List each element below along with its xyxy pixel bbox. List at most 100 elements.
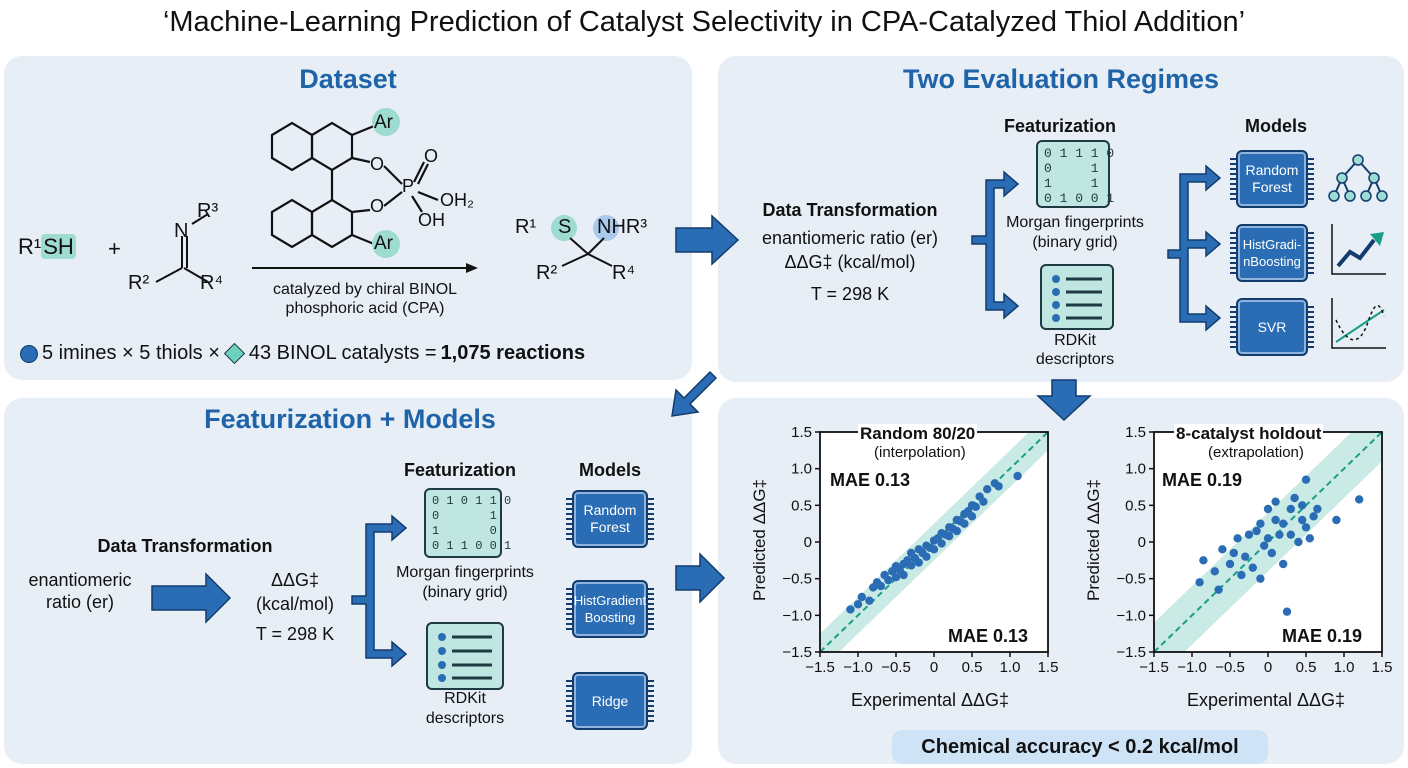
chart1-xtick-label-0: −1.5 — [805, 659, 835, 676]
chart2-point-19 — [1271, 515, 1280, 525]
chart2-xtick-label-3: 0 — [1264, 659, 1272, 676]
chart2-xtick-label-1: −1.0 — [1177, 659, 1207, 676]
chart2-point-29 — [1298, 515, 1307, 525]
chart1-xtick-label-6: 1.5 — [1038, 659, 1059, 676]
chart1-ytick-label-1: 1.0 — [791, 461, 812, 478]
chart1-mae-top: MAE 0.13 — [830, 470, 911, 490]
prod-r2: R² — [536, 262, 558, 284]
chart2-ytick-label-0: 1.5 — [1125, 424, 1146, 441]
imine-structure — [155, 213, 209, 283]
dataset-title: Dataset — [299, 64, 397, 94]
chart2-ytick-label-3: 0 — [1138, 534, 1146, 551]
chart2-point-15 — [1260, 541, 1269, 550]
imine-n: N — [174, 220, 189, 242]
chart2-point-27 — [1290, 493, 1299, 503]
chart1-ytick-label-4: −0.5 — [782, 571, 812, 588]
chart1-xtick-label-4: 0.5 — [962, 659, 983, 676]
chart2-point-3 — [1214, 585, 1223, 594]
chart1-point-10 — [891, 573, 901, 582]
chart2-point-9 — [1241, 552, 1250, 561]
chart2-xtick-label-6: 1.5 — [1372, 659, 1393, 676]
featmodels-rdkit-1: RDKit — [444, 690, 486, 707]
regimes-model-random-forest: Random Forest — [1230, 150, 1314, 208]
chart2-mae-bottom: MAE 0.19 — [1282, 626, 1363, 646]
cat-ar-top: Ar — [374, 112, 393, 133]
chart2-point-13 — [1256, 574, 1265, 583]
chart2-point-5 — [1225, 559, 1235, 569]
chart2-identity-line — [1153, 431, 1383, 653]
chart2-ytick-label-4: −0.5 — [1116, 571, 1146, 588]
chart2-xtick-label-4: 0.5 — [1296, 659, 1317, 676]
chart2-xtick-label-2: −0.5 — [1215, 659, 1245, 676]
chart1-point-8 — [884, 575, 893, 585]
chart2-point-20 — [1271, 497, 1280, 506]
chart2-subtitle: (extrapolation) — [1206, 444, 1306, 461]
chart2-point-12 — [1252, 526, 1261, 536]
prod-s: S — [558, 216, 572, 238]
prod-r1: R¹ — [515, 216, 537, 238]
chart2-point-0 — [1195, 578, 1204, 587]
featmodels-morgan-2: (binary grid) — [422, 584, 508, 601]
chart2-point-32 — [1301, 523, 1311, 532]
chart1-point-42 — [971, 502, 980, 511]
prod-nhr3: NHR³ — [597, 216, 647, 238]
chart1-point-29 — [937, 539, 946, 548]
chart2-point-2 — [1210, 567, 1220, 576]
chart1-point-45 — [983, 485, 992, 494]
chart1-ytick-label-0: 1.5 — [791, 424, 812, 441]
chart2-point-35 — [1313, 504, 1322, 514]
chart2-point-4 — [1218, 545, 1227, 554]
chart1-xtick-label-1: −1.0 — [843, 659, 873, 676]
chart1-point-2 — [857, 592, 866, 602]
chart2-title: 8-catalyst holdout — [1174, 424, 1324, 444]
chart1-point-19 — [914, 558, 923, 567]
chart1-ytick-label-3: 0 — [804, 534, 812, 551]
chart2-ytick-label-2: 0.5 — [1125, 497, 1146, 514]
featmodels-dg-2: (kcal/mol) — [255, 594, 334, 614]
chart2-point-21 — [1275, 530, 1284, 539]
regimes-dt-line2: ΔΔG‡ (kcal/mol) — [784, 252, 916, 272]
chart1-point-14 — [899, 570, 908, 580]
chart1-point-1 — [853, 600, 863, 609]
chart2-xtick-label-0: −1.5 — [1139, 659, 1169, 676]
cat-double-o: O — [424, 146, 439, 166]
chart1-ytick-label-2: 0.5 — [791, 497, 812, 514]
chart2-point-23 — [1279, 519, 1288, 528]
featmodels-model-histgb: HistGradient Boosting — [566, 580, 654, 638]
imine-r2: R² — [128, 272, 150, 294]
reaction-arrow — [252, 263, 478, 273]
chemical-accuracy-badge: Chemical accuracy < 0.2 kcal/mol — [892, 730, 1268, 764]
cat-oh2: OH₂ — [440, 190, 474, 210]
chart1-title: Random 80/20 — [858, 424, 978, 444]
prod-r4: R⁴ — [612, 262, 636, 284]
chart2-point-36 — [1332, 515, 1341, 525]
regimes-morgan-2: (binary grid) — [1032, 234, 1118, 251]
chart1-point-3 — [865, 596, 874, 605]
chart2-point-8 — [1237, 570, 1246, 580]
chart1-subtitle: (interpolation) — [872, 444, 968, 461]
cat-p: P — [402, 176, 415, 196]
regimes-dt-line1: enantiomeric ratio (er) — [761, 228, 939, 248]
chart1-point-32 — [945, 531, 954, 541]
chart2-point-30 — [1298, 501, 1307, 510]
chart2-ylabel: Predicted ΔΔG‡ — [1084, 479, 1103, 601]
cat-ar-bottom: Ar — [374, 233, 393, 254]
chart2-point-10 — [1244, 530, 1254, 539]
cat-oh: OH — [418, 210, 445, 230]
chart1-point-41 — [967, 512, 977, 521]
regimes-rdkit-list-icon — [1040, 264, 1114, 330]
thiol-label: R¹SH — [18, 234, 76, 259]
chart1-point-23 — [922, 552, 931, 561]
regimes-dt-title: Data Transformation — [762, 200, 938, 220]
chart2-point-6 — [1229, 548, 1239, 558]
featmodels-er-2: ratio (er) — [45, 592, 114, 612]
chart1-ytick-label-5: −1.0 — [782, 607, 812, 624]
chart2-point-22 — [1279, 559, 1288, 569]
chart1-ytick-label-6: −1.5 — [782, 644, 812, 661]
chart2-point-37 — [1355, 495, 1364, 504]
regimes-fingerprint-grid: 0 1 1 1 0 0 1 1 1 0 1 0 0 1 — [1036, 140, 1114, 208]
chart1-point-38 — [960, 519, 969, 528]
chart1-point-6 — [876, 581, 885, 591]
